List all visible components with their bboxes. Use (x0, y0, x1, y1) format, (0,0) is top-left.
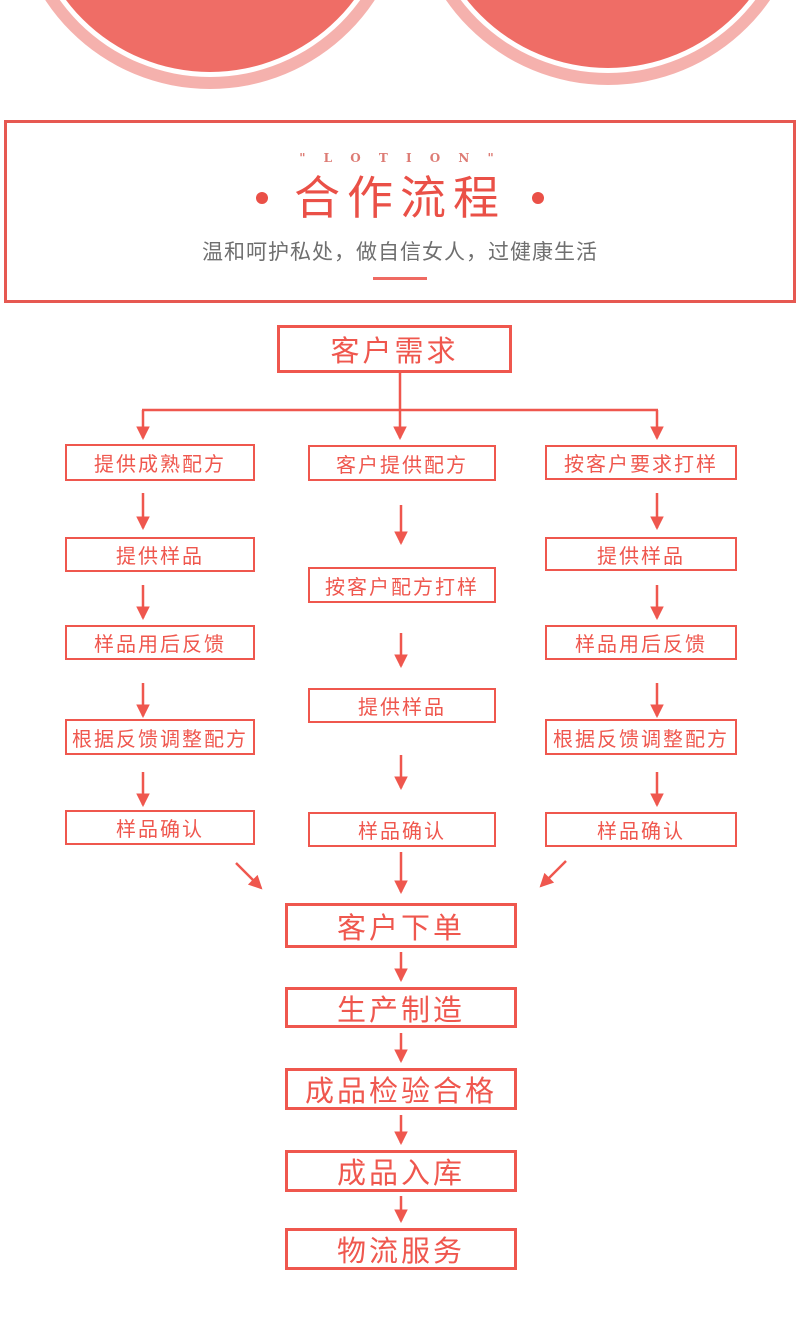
flow-step-sample-per-customer-request: 按客户要求打样 (545, 445, 737, 480)
flow-step-sample-per-customer-formula: 按客户配方打样 (308, 567, 496, 603)
title-dot-right-icon (532, 192, 544, 205)
title-row: 合作流程 (256, 173, 544, 224)
brand-label: " L O T I O N " (299, 151, 501, 165)
flow-step-sample-confirm-left: 样品确认 (65, 810, 255, 845)
flow-step-production: 生产制造 (285, 987, 517, 1028)
flow-step-product-inspection: 成品检验合格 (285, 1068, 517, 1110)
flow-step-adjust-formula-right: 根据反馈调整配方 (545, 719, 737, 755)
flow-step-sample-confirm-right: 样品确认 (545, 812, 737, 847)
flow-step-provide-sample-right: 提供样品 (545, 537, 737, 571)
flow-step-customer-provides-formula: 客户提供配方 (308, 445, 496, 481)
subtitle-underline (373, 276, 427, 280)
subtitle: 温和呵护私处，做自信女人，过健康生活 (202, 240, 598, 264)
header-card: " L O T I O N " 合作流程 温和呵护私处，做自信女人，过健康生活 (4, 120, 796, 303)
flow-step-sample-feedback-right: 样品用后反馈 (545, 625, 737, 660)
flow-step-adjust-formula-left: 根据反馈调整配方 (65, 719, 255, 755)
decor-circle-left-icon (30, 0, 390, 72)
flow-step-warehousing: 成品入库 (285, 1150, 517, 1192)
flow-step-sample-feedback-left: 样品用后反馈 (65, 625, 255, 660)
flow-step-customer-needs: 客户需求 (277, 325, 512, 373)
flow-step-provide-sample-middle: 提供样品 (308, 688, 496, 723)
flow-step-provide-mature-formula: 提供成熟配方 (65, 444, 255, 481)
flow-step-customer-order: 客户下单 (285, 903, 517, 948)
page-title: 合作流程 (294, 172, 506, 224)
decor-circle-right-icon (428, 0, 788, 68)
flow-step-logistics: 物流服务 (285, 1228, 517, 1270)
flow-step-provide-sample-left: 提供样品 (65, 537, 255, 572)
flow-step-sample-confirm-middle: 样品确认 (308, 812, 496, 847)
title-dot-left-icon (256, 192, 268, 205)
